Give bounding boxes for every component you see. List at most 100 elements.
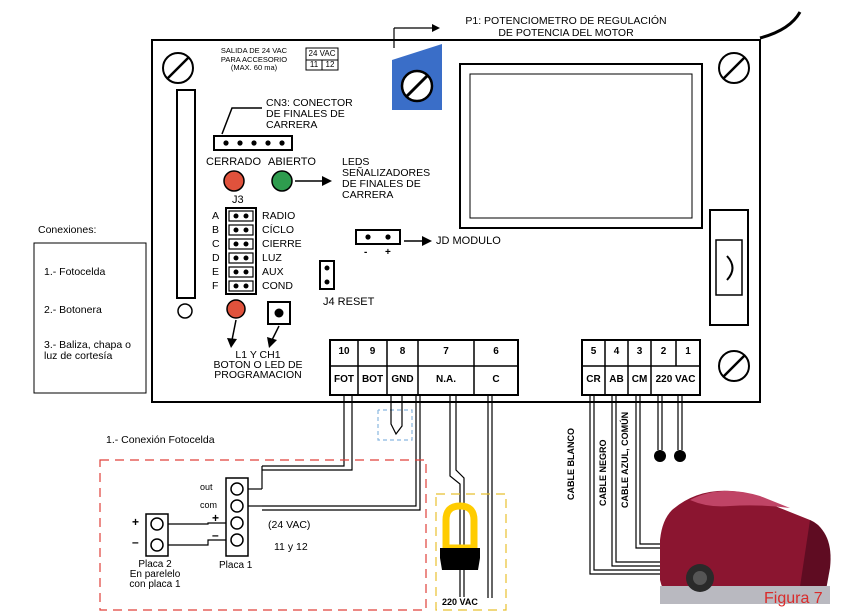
cn3-line1: CN3: CONECTOR <box>266 97 353 109</box>
abierto-label: ABIERTO <box>268 156 316 168</box>
terminal-label: CR <box>586 374 601 385</box>
terminal-label: GND <box>391 374 414 385</box>
terminal-out-label: out <box>200 482 213 492</box>
screw-icon <box>162 52 194 84</box>
terminal-number: 10 <box>338 346 350 357</box>
placa2-line2: En parelelo <box>129 569 181 580</box>
j3-row-letter: C <box>212 238 220 250</box>
terminal-number: 2 <box>660 346 667 357</box>
terminal-number: 8 <box>399 346 406 357</box>
placa1-plus: + <box>212 511 220 525</box>
p1-label-line2: DE POTENCIA DEL MOTOR <box>498 27 634 39</box>
placa2-plus: + <box>132 515 140 529</box>
cable-label-text: CABLE AZUL, COMÚN <box>620 411 630 508</box>
vac-box-terminal-11: 11 <box>309 60 319 69</box>
salida-line1: SALIDA DE 24 VAC <box>220 46 288 55</box>
transformer-inner <box>469 73 693 219</box>
photocell-region <box>99 459 427 611</box>
wire-end-icon <box>674 450 686 462</box>
j3-connector <box>225 207 257 295</box>
terminal-label: C <box>492 374 500 385</box>
cn3-line3: CARRERA <box>266 119 318 131</box>
leds-line1: LEDS <box>342 156 370 168</box>
connector-mark <box>726 255 734 281</box>
cable-label-text: CABLE BLANCO <box>566 428 576 500</box>
placa2-minus: – <box>132 535 139 549</box>
transformer <box>459 63 703 229</box>
hole-icon <box>177 303 193 319</box>
salida-line3: (MAX. 60 ma) <box>230 63 278 72</box>
led-cerrado <box>223 170 245 192</box>
terminal-number: 9 <box>369 346 376 357</box>
conexiones-item-line: 3.- Baliza, chapa o <box>44 339 131 351</box>
cn3-line2: DE FINALES DE <box>266 108 345 120</box>
terminal-label: 220 VAC <box>655 374 696 385</box>
j3-row: E AUX <box>212 265 302 279</box>
terminal-label: CM <box>631 374 648 385</box>
wires-motor <box>589 395 683 575</box>
wire-end-icon <box>654 450 666 462</box>
j3-row-label: CÍCLO <box>262 224 295 236</box>
screw-icon <box>718 350 750 382</box>
j3-row-letter: F <box>212 280 219 292</box>
cn3-label: CN3: CONECTOR DE FINALES DE CARRERA <box>266 98 353 131</box>
terminal-label: FOT <box>334 374 354 385</box>
terminal-label: BOT <box>361 374 384 385</box>
j3-row-letter: B <box>212 224 220 236</box>
baliza-region <box>435 493 507 611</box>
j3-title: J3 <box>232 194 244 206</box>
l1ch1-label: L1 Y CH1 BOTON O LED DE PROGRAMACION <box>188 349 328 381</box>
conexiones-title: Conexiones: <box>38 224 97 236</box>
j3-row: F COND <box>212 279 302 293</box>
gate-motor-icon <box>660 490 831 604</box>
j3-row-letter: A <box>212 210 220 222</box>
terminal-number: 7 <box>443 346 449 357</box>
figure-label: Figura 7 <box>764 590 823 607</box>
j3-row-label: CIERRE <box>262 238 302 250</box>
j3-row-label: COND <box>262 280 293 292</box>
side-connector <box>176 89 196 299</box>
cerrado-label: CERRADO <box>206 156 262 168</box>
decorative-arc <box>759 11 802 40</box>
baliza-voltage-label: 220 VAC <box>441 597 479 607</box>
wires-baliza <box>449 395 493 598</box>
terminal-number: 3 <box>636 346 643 357</box>
j3-row: B CÍCLO <box>212 223 302 237</box>
beacon-lamp-icon <box>440 502 480 570</box>
cable-label-text: CABLE NEGRO <box>598 439 608 506</box>
j3-row-letter: E <box>212 266 220 278</box>
terminal-number: 4 <box>613 346 620 357</box>
photocell-terminals-label: 11 y 12 <box>274 541 308 553</box>
vac-box-terminal-12: 12 <box>325 60 335 69</box>
j4-reset-label: J4 RESET <box>323 296 375 308</box>
j3-row-label: AUX <box>262 266 284 278</box>
jd-module-connector <box>355 229 401 245</box>
conexiones-item: 3.- Baliza, chapa o luz de cortesía <box>44 340 131 362</box>
placa2-label: Placa 2 En parelelo con placa 1 <box>120 560 190 590</box>
placa2-line1: Placa 2 <box>138 559 172 570</box>
terminal-label: N.A. <box>436 374 456 385</box>
j3-row: A RADIO <box>212 209 302 223</box>
salida-line2: PARA ACCESORIO <box>220 54 288 64</box>
jd-minus: - <box>364 247 368 258</box>
terminal-block-left <box>329 339 519 396</box>
fotocelda-title: 1.- Conexión Fotocelda <box>106 434 215 446</box>
salida-label: SALIDA DE 24 VAC PARA ACCESORIO (MAX. 60… <box>210 46 298 73</box>
wires-photocell <box>262 395 421 511</box>
l1ch1-line3: PROGRAMACION <box>214 369 302 381</box>
jd-module-label: JD MODULO <box>436 235 501 247</box>
placa2-line3: con placa 1 <box>129 579 181 590</box>
vac-box-title: 24 VAC <box>308 49 336 58</box>
right-connector-inner <box>715 239 743 296</box>
l1ch1-line1: L1 Y CH1 <box>235 349 281 361</box>
wires-placa2 <box>168 522 226 546</box>
leds-line3: DE FINALES DE <box>342 178 421 190</box>
photocell-vac-label: (24 VAC) <box>268 519 311 531</box>
j3-row: C CIERRE <box>212 237 302 251</box>
j3-row-label: RADIO <box>262 210 296 222</box>
conexiones-item: 2.- Botonera <box>44 304 102 316</box>
j3-row-letter: D <box>212 252 220 264</box>
